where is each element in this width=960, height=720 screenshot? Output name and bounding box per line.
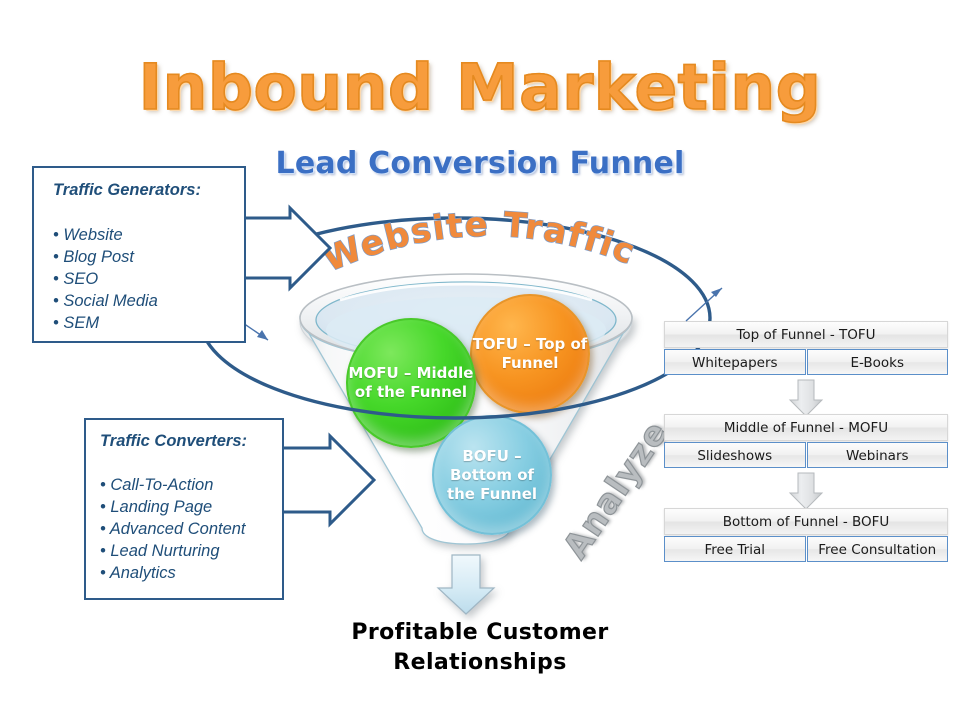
stage-header-tofu: Top of Funnel - TOFU	[664, 321, 948, 348]
page-subtitle: Lead Conversion Funnel	[275, 146, 685, 181]
list-item: Social Media	[53, 290, 157, 312]
stage-cell[interactable]: E-Books	[806, 349, 948, 375]
funnel-out-arrow-icon	[436, 554, 496, 615]
stage-cell[interactable]: Whitepapers	[664, 349, 806, 375]
list-item: Blog Post	[53, 246, 158, 268]
list-item: Call-To-Action	[100, 474, 246, 496]
bubble-bofu-label: BOFU – Bottom of the Funnel	[446, 446, 538, 503]
bottom-caption: Profitable Customer Relationships	[280, 618, 680, 678]
thin-arrow-icon-right	[685, 287, 723, 322]
thin-arrow-head-left	[257, 330, 268, 340]
list-item: Landing Page	[100, 496, 246, 518]
bubble-tofu-label: TOFU – Top of Funnel	[472, 335, 588, 372]
stage-cells-tofu: Whitepapers E-Books	[664, 349, 948, 375]
list-item: Analytics	[100, 562, 246, 584]
down-arrow-icon-1	[788, 379, 824, 417]
bubble-mofu-label: MOFU – Middle of the Funnel	[348, 364, 474, 401]
website-traffic-text: Website Traffic	[318, 208, 641, 280]
traffic-converters-title: Traffic Converters:	[100, 432, 248, 450]
list-item: Lead Nurturing	[100, 540, 246, 562]
traffic-generators-title: Traffic Generators:	[53, 181, 201, 199]
stage-cell[interactable]: Slideshows	[664, 442, 806, 468]
bottom-caption-line-2: Relationships	[393, 650, 567, 675]
analyze-label: Analyze	[555, 413, 677, 567]
bubble-bofu[interactable]: BOFU – Bottom of the Funnel	[432, 415, 552, 535]
bottom-caption-line-1: Profitable Customer	[351, 620, 609, 645]
thin-arrow-head-right	[711, 288, 722, 297]
bubble-tofu[interactable]: TOFU – Top of Funnel	[470, 294, 590, 414]
stage-cells-mofu: Slideshows Webinars	[664, 442, 948, 468]
stage-cell[interactable]: Free Consultation	[806, 536, 948, 562]
down-arrow-icon-2	[788, 472, 824, 510]
list-item: Advanced Content	[100, 518, 246, 540]
stage-block-tofu[interactable]: Top of Funnel - TOFU Whitepapers E-Books	[664, 321, 948, 375]
page-title: Inbound Marketing	[0, 55, 960, 120]
stage-block-mofu[interactable]: Middle of Funnel - MOFU Slideshows Webin…	[664, 414, 948, 468]
traffic-converters-box[interactable]: Traffic Converters: Call-To-Action Landi…	[84, 418, 284, 600]
stage-header-bofu: Bottom of Funnel - BOFU	[664, 508, 948, 535]
stage-cell[interactable]: Free Trial	[664, 536, 806, 562]
page-title-text: Inbound Marketing	[138, 51, 822, 124]
stage-cell[interactable]: Webinars	[806, 442, 948, 468]
stage-header-mofu: Middle of Funnel - MOFU	[664, 414, 948, 441]
traffic-generators-list: Website Blog Post SEO Social Media SEM	[53, 224, 158, 334]
list-item: SEO	[53, 268, 158, 290]
list-item: Website	[53, 224, 158, 246]
list-item: SEM	[53, 312, 158, 334]
block-arrow-right-icon-bottom	[284, 432, 377, 528]
website-traffic-label: Website Traffic	[317, 208, 641, 281]
stage-block-bofu[interactable]: Bottom of Funnel - BOFU Free Trial Free …	[664, 508, 948, 562]
traffic-converters-list: Call-To-Action Landing Page Advanced Con…	[100, 474, 246, 584]
stage-cells-bofu: Free Trial Free Consultation	[664, 536, 948, 562]
traffic-generators-box[interactable]: Traffic Generators: Website Blog Post SE…	[32, 166, 246, 343]
